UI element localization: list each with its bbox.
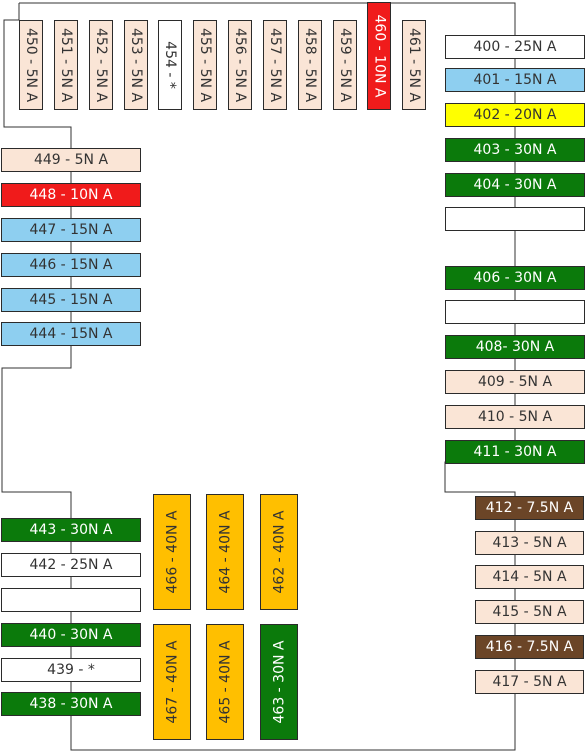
fuse-442-label: 442 - 25N A xyxy=(29,557,113,573)
fuse-417: 417 - 5N A xyxy=(475,670,584,694)
fuse-455-label: 455 - 5N A xyxy=(197,27,213,103)
fuse-447-label: 447 - 15N A xyxy=(29,222,113,238)
fuse-440-label: 440 - 30N A xyxy=(29,627,113,643)
fuse-413: 413 - 5N A xyxy=(475,531,584,555)
fuse-410: 410 - 5N A xyxy=(445,405,585,429)
fuse-414: 414 - 5N A xyxy=(475,565,584,589)
fuse-409: 409 - 5N A xyxy=(445,370,585,394)
fuse-467-label: 467 - 40N A xyxy=(164,640,180,724)
fuse-460-label: 460 - 10N A xyxy=(371,14,387,98)
wire-right-spine xyxy=(444,35,516,694)
fuse-450: 450 - 5N A xyxy=(19,20,43,110)
fuse-447: 447 - 15N A xyxy=(1,218,141,242)
fuse-451: 451 - 5N A xyxy=(54,20,78,110)
fuse-443-label: 443 - 30N A xyxy=(29,522,113,538)
fuse-459: 459 - 5N A xyxy=(333,20,357,110)
fuse-416: 416 - 7.5N A xyxy=(475,635,584,659)
fuse-464-label: 464 - 40N A xyxy=(217,510,233,594)
fuse-411-label: 411 - 30N A xyxy=(473,444,557,460)
fuse-452-label: 452 - 5N A xyxy=(93,27,109,103)
fuse-448-label: 448 - 10N A xyxy=(29,187,113,203)
fuse-456-label: 456 - 5N A xyxy=(232,27,248,103)
fuse-412: 412 - 7.5N A xyxy=(475,496,584,520)
fuse-458-label: 458 - 5N A xyxy=(302,27,318,103)
fuse-449-label: 449 - 5N A xyxy=(33,152,109,168)
fuse-404-label: 404 - 30N A xyxy=(473,177,557,193)
fuse-406: 406 - 30N A xyxy=(445,266,585,290)
fuse-415-label: 415 - 5N A xyxy=(492,604,567,620)
fuse-458: 458 - 5N A xyxy=(298,20,322,110)
wire-left-bottom xyxy=(1,148,516,751)
fuse-449: 449 - 5N A xyxy=(1,148,141,172)
fuse-439: 439 - * xyxy=(1,658,141,682)
fuse-460: 460 - 10N A xyxy=(367,2,391,110)
fuse-454-label: 454 - * xyxy=(162,41,178,89)
fuse-464: 464 - 40N A xyxy=(206,494,244,610)
fuse-402: 402 - 20N A xyxy=(445,103,585,127)
fuse-400-label: 400 - 25N A xyxy=(473,39,557,55)
fuse-463: 463 - 30N A xyxy=(260,624,298,740)
fuse-466-label: 466 - 40N A xyxy=(164,510,180,594)
fuse-441-empty xyxy=(1,588,141,612)
fuse-454: 454 - * xyxy=(158,20,182,110)
fuse-450-label: 450 - 5N A xyxy=(23,27,39,103)
fuse-452: 452 - 5N A xyxy=(89,20,113,110)
fuse-462: 462 - 40N A xyxy=(260,494,298,610)
wire-top-left xyxy=(3,3,72,148)
fuse-413-label: 413 - 5N A xyxy=(492,535,567,551)
fuse-400: 400 - 25N A xyxy=(445,35,585,59)
fuse-466: 466 - 40N A xyxy=(153,494,191,610)
fuse-462-label: 462 - 40N A xyxy=(271,510,287,594)
fuse-465: 465 - 40N A xyxy=(206,624,244,740)
fuse-455: 455 - 5N A xyxy=(193,20,217,110)
fuse-448: 448 - 10N A xyxy=(1,183,141,207)
fuse-463-label: 463 - 30N A xyxy=(271,640,287,724)
fuse-410-label: 410 - 5N A xyxy=(477,409,553,425)
fuse-443: 443 - 30N A xyxy=(1,518,141,542)
wire-top-right xyxy=(19,2,516,35)
fuse-451-label: 451 - 5N A xyxy=(58,27,74,103)
fuse-438-label: 438 - 30N A xyxy=(29,696,113,712)
fuse-453-label: 453 - 5N A xyxy=(128,27,144,103)
fuse-412-label: 412 - 7.5N A xyxy=(485,500,574,516)
fuse-406-label: 406 - 30N A xyxy=(473,270,557,286)
fuse-465-label: 465 - 40N A xyxy=(217,640,233,724)
fuse-467: 467 - 40N A xyxy=(153,624,191,740)
fuse-444: 444 - 15N A xyxy=(1,322,141,346)
fuse-404: 404 - 30N A xyxy=(445,173,585,197)
fuse-403: 403 - 30N A xyxy=(445,138,585,162)
fuse-445-label: 445 - 15N A xyxy=(29,292,113,308)
fuse-403-label: 403 - 30N A xyxy=(473,142,557,158)
fuse-416-label: 416 - 7.5N A xyxy=(485,639,574,655)
fuse-401: 401 - 15N A xyxy=(445,68,585,92)
fuse-461-label: 461 - 5N A xyxy=(406,27,422,103)
fuse-438: 438 - 30N A xyxy=(1,692,141,716)
fuse-408-label: 408- 30N A xyxy=(475,339,555,355)
fuse-446-label: 446 - 15N A xyxy=(29,257,113,273)
fuse-414-label: 414 - 5N A xyxy=(492,569,567,585)
fuse-446: 446 - 15N A xyxy=(1,253,141,277)
fuse-457-label: 457 - 5N A xyxy=(267,27,283,103)
fuse-407-empty xyxy=(445,300,585,324)
fuse-456: 456 - 5N A xyxy=(228,20,252,110)
fuse-444-label: 444 - 15N A xyxy=(29,326,113,342)
fuse-409-label: 409 - 5N A xyxy=(477,374,553,390)
fuse-415: 415 - 5N A xyxy=(475,600,584,624)
fuse-457: 457 - 5N A xyxy=(263,20,287,110)
fuse-442: 442 - 25N A xyxy=(1,553,141,577)
fuse-459-label: 459 - 5N A xyxy=(337,27,353,103)
fuse-439-label: 439 - * xyxy=(47,662,95,678)
fuse-453: 453 - 5N A xyxy=(124,20,148,110)
fuse-402-label: 402 - 20N A xyxy=(473,107,557,123)
fuse-401-label: 401 - 15N A xyxy=(473,72,557,88)
fuse-440: 440 - 30N A xyxy=(1,623,141,647)
fuse-461: 461 - 5N A xyxy=(402,20,426,110)
fuse-417-label: 417 - 5N A xyxy=(492,674,567,690)
fuse-405-empty xyxy=(445,207,585,231)
fuse-445: 445 - 15N A xyxy=(1,288,141,312)
fuse-408: 408- 30N A xyxy=(445,335,585,359)
fuse-411: 411 - 30N A xyxy=(445,440,585,464)
